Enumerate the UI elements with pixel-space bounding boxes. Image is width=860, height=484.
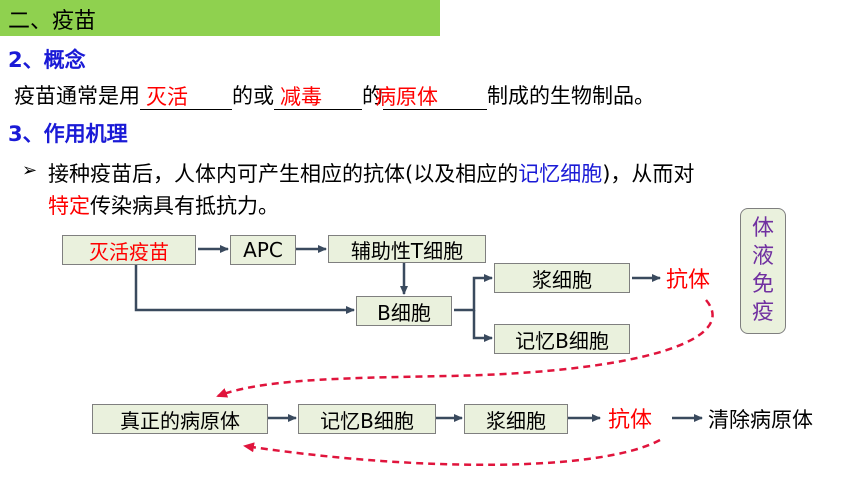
blank-attenuated: 减毒 bbox=[274, 83, 362, 110]
box-memory-b-cell-2: 记忆B细胞 bbox=[298, 404, 436, 434]
concept-prefix: 疫苗通常是用 bbox=[14, 84, 140, 108]
dashed-arrow-return-to-pathogen bbox=[243, 438, 661, 467]
concept-mid1: 的或 bbox=[232, 84, 274, 108]
blank-inactivated-answer: 灭活 bbox=[146, 85, 188, 109]
concept-definition: 疫苗通常是用灭活 的或减毒 的病原体 制成的生物制品。 bbox=[14, 80, 655, 110]
mechanism-heading: 3、作用机理 bbox=[8, 122, 128, 146]
mechanism-memory-cell: 记忆细胞 bbox=[518, 162, 603, 186]
mechanism-text-line1: 接种疫苗后，人体内可产生相应的抗体(以及相应的记忆细胞)，从而对 bbox=[48, 158, 694, 188]
bullet-arrow-icon: ➢ bbox=[22, 160, 38, 181]
dashed-arrow-antibody-to-pathogen bbox=[216, 299, 714, 398]
mechanism-sentence-c: 传染病具有抵抗力。 bbox=[90, 194, 279, 218]
side-char-1: 体 bbox=[751, 216, 774, 241]
box-b-cell: B细胞 bbox=[356, 296, 452, 326]
box-helper-t-cell: 辅助性T细胞 bbox=[328, 235, 486, 263]
blank-inactivated: 灭活 bbox=[140, 83, 232, 110]
mechanism-text-line2: 特定传染病具有抵抗力。 bbox=[48, 190, 279, 220]
side-char-4: 疫 bbox=[751, 300, 774, 325]
arrow-b-memory bbox=[472, 310, 493, 342]
box-real-pathogen: 真正的病原体 bbox=[92, 404, 268, 434]
arrow-vaccine-b bbox=[134, 265, 355, 314]
mechanism-specific: 特定 bbox=[48, 194, 90, 218]
arrow-b-plasma bbox=[454, 274, 493, 312]
blank-attenuated-answer: 减毒 bbox=[280, 85, 322, 109]
section-header-bar bbox=[0, 0, 440, 36]
side-char-3: 免 bbox=[751, 272, 774, 297]
box-apc: APC bbox=[230, 235, 296, 265]
mechanism-sentence-b: )，从而对 bbox=[602, 162, 695, 186]
section-title: 二、疫苗 bbox=[8, 9, 97, 34]
side-char-2: 液 bbox=[751, 244, 774, 269]
mechanism-sentence-a: 接种疫苗后，人体内可产生相应的抗体(以及相应的 bbox=[48, 162, 519, 186]
box-memory-b-cell: 记忆B细胞 bbox=[494, 324, 630, 354]
box-plasma-cell: 浆细胞 bbox=[494, 263, 630, 293]
concept-mid2: 的 bbox=[362, 84, 383, 108]
blank-pathogen-answer: 病原体 bbox=[375, 85, 438, 109]
humoral-immunity-label: 体 液 免 疫 bbox=[740, 208, 786, 334]
label-antibody-2: 抗体 bbox=[608, 408, 653, 433]
concept-suffix: 制成的生物制品。 bbox=[487, 84, 655, 108]
label-antibody: 抗体 bbox=[666, 268, 711, 293]
box-plasma-cell-2: 浆细胞 bbox=[464, 404, 568, 434]
label-clear-pathogen: 清除病原体 bbox=[708, 408, 813, 432]
blank-pathogen: 病原体 bbox=[375, 83, 487, 110]
box-inactivated-vaccine: 灭活疫苗 bbox=[62, 235, 196, 265]
concept-heading: 2、概念 bbox=[8, 48, 86, 72]
